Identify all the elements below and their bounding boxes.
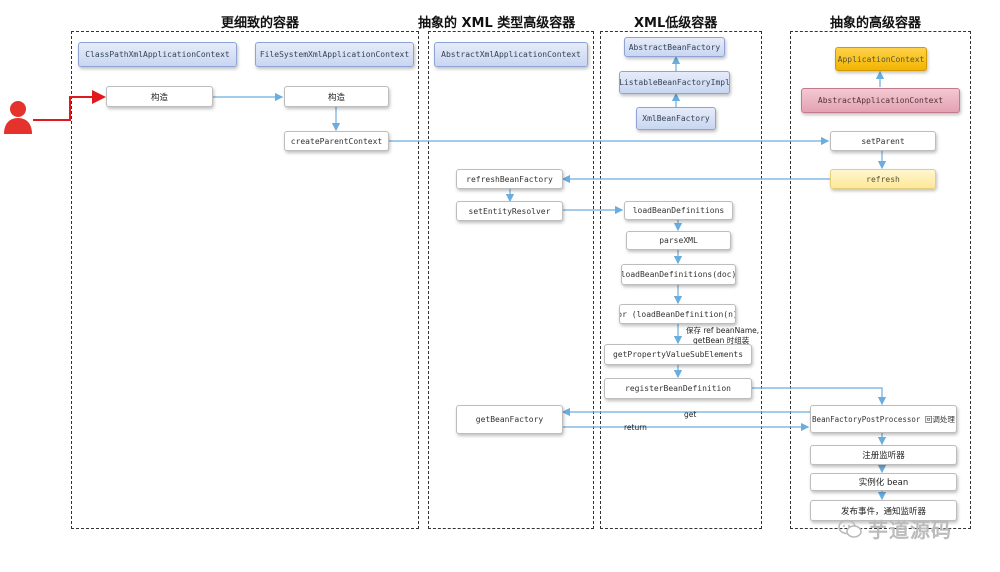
column-xml-low [600, 31, 762, 529]
register-bean-definition-box: registerBeanDefinition [604, 378, 752, 399]
listable-bean-factory-box: ListableBeanFactoryImpl [619, 71, 730, 94]
construct-box-1: 构造 [106, 86, 213, 107]
create-parent-context-box: createParentContext [284, 131, 389, 151]
save-ref-label-2: getBean 时组装 [693, 336, 750, 345]
instantiate-bean-box: 实例化 bean [810, 473, 957, 491]
set-entity-resolver-box: setEntityResolver [456, 201, 563, 221]
watermark-text: 芋道源码 [868, 518, 952, 542]
save-ref-label-1: 保存 ref beanName, [686, 326, 760, 335]
arrow-register-to-bfpp [752, 387, 887, 406]
abstract-xml-context-box: AbstractXmlApplicationContext [434, 42, 588, 67]
column-title-abstract-xml: 抽象的 XML 类型高级容器 [418, 16, 576, 31]
refresh-box: refresh [830, 169, 936, 189]
column-detailed [71, 31, 419, 529]
refresh-bean-factory-box: refreshBeanFactory [456, 169, 563, 189]
abstract-application-context-box: AbstractApplicationContext [801, 88, 960, 113]
load-bean-definitions-doc-box: loadBeanDefinitions(doc) [621, 264, 736, 285]
wechat-icon [838, 519, 862, 538]
abstract-bean-factory-box: AbstractBeanFactory [624, 37, 725, 57]
column-title-abstract-high: 抽象的高级容器 [830, 16, 922, 31]
filesystem-context-box: FileSystemXmlApplicationContext [255, 42, 414, 67]
xml-bean-factory-box: XmlBeanFactory [636, 107, 716, 130]
watermark: 芋道源码 [838, 514, 952, 543]
column-title-xml-low: XML低级容器 [634, 16, 718, 31]
for-load-bean-definition-box: for (loadBeanDefinition(n)) [619, 304, 736, 324]
get-label: get [684, 410, 697, 419]
column-abstract-xml [428, 31, 594, 529]
user-icon [4, 101, 32, 134]
publish-event-box: 发布事件，通知监听器 [810, 500, 957, 521]
construct-box-2: 构造 [284, 86, 389, 107]
column-abstract-high [790, 31, 971, 529]
arrow-user-to-construct [33, 90, 106, 121]
get-bean-factory-box: getBeanFactory [456, 405, 563, 434]
classpath-context-box: ClassPathXmlApplicationContext [78, 42, 237, 67]
parse-xml-box: parseXML [626, 231, 731, 250]
get-property-value-box: getPropertyValueSubElements [604, 344, 752, 365]
bean-factory-post-processor-box: BeanFactoryPostProcessor 回调处理 [810, 405, 957, 433]
register-listener-box: 注册监听器 [810, 445, 957, 465]
return-label: return [624, 423, 647, 432]
load-bean-definitions-box: loadBeanDefinitions [624, 201, 733, 220]
set-parent-box: setParent [830, 131, 936, 151]
column-title-detailed: 更细致的容器 [221, 16, 300, 31]
application-context-box: ApplicationContext [835, 47, 927, 71]
